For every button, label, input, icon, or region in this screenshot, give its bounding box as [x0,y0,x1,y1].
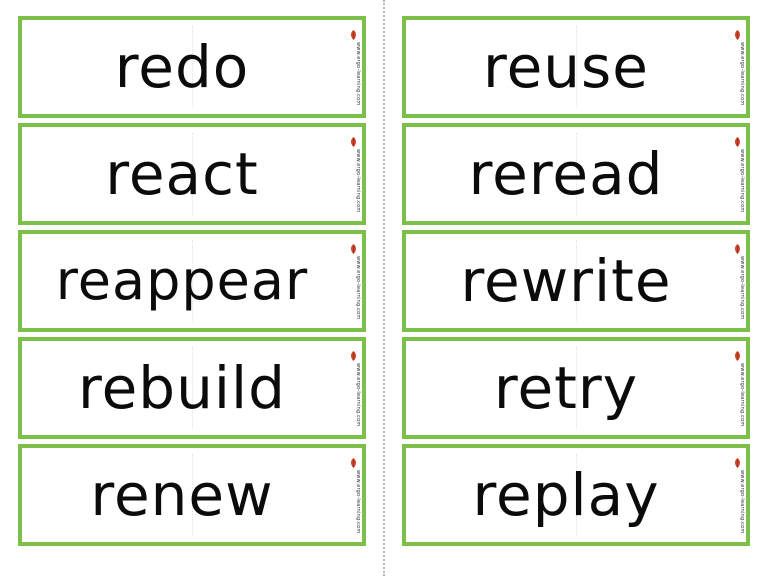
word-card: react www.ergo-learning.com [18,123,366,225]
leaf-logo-icon [735,244,740,254]
website-label: www.ergo-learning.com [355,363,361,427]
cut-line [383,0,385,576]
leaf-logo-icon [351,137,356,147]
fold-line [192,133,193,215]
card-word: reuse [483,33,649,101]
website-label: www.ergo-learning.com [739,149,745,213]
card-branding: www.ergo-learning.com [345,137,361,215]
word-card: retry www.ergo-learning.com [402,337,750,439]
card-word: redo [114,33,250,101]
word-card: replay www.ergo-learning.com [402,444,750,546]
card-word: renew [90,461,274,529]
fold-line [192,26,193,108]
fold-line [576,133,577,215]
card-word: reappear [55,249,309,312]
fold-line [576,347,577,429]
website-label: www.ergo-learning.com [355,149,361,213]
website-label: www.ergo-learning.com [739,256,745,320]
website-label: www.ergo-learning.com [355,470,361,534]
word-card: rewrite www.ergo-learning.com [402,230,750,332]
card-branding: www.ergo-learning.com [345,351,361,429]
card-word: rebuild [78,354,286,422]
word-card: redo www.ergo-learning.com [18,16,366,118]
leaf-logo-icon [735,137,740,147]
card-column-left: redo www.ergo-learning.com react www.erg… [18,16,366,551]
website-label: www.ergo-learning.com [739,363,745,427]
website-label: www.ergo-learning.com [355,42,361,106]
fold-line [192,240,193,322]
card-word: rewrite [460,247,672,315]
leaf-logo-icon [351,351,356,361]
card-branding: www.ergo-learning.com [345,458,361,536]
word-card: reappear www.ergo-learning.com [18,230,366,332]
card-branding: www.ergo-learning.com [729,137,745,215]
leaf-logo-icon [351,244,356,254]
card-word: reread [468,140,664,208]
leaf-logo-icon [735,458,740,468]
website-label: www.ergo-learning.com [739,470,745,534]
fold-line [192,454,193,536]
word-card: renew www.ergo-learning.com [18,444,366,546]
word-card: reread www.ergo-learning.com [402,123,750,225]
card-branding: www.ergo-learning.com [729,351,745,429]
card-branding: www.ergo-learning.com [729,458,745,536]
fold-line [576,26,577,108]
fold-line [576,454,577,536]
leaf-logo-icon [351,30,356,40]
leaf-logo-icon [735,30,740,40]
card-branding: www.ergo-learning.com [345,30,361,108]
card-branding: www.ergo-learning.com [729,30,745,108]
card-word: retry [493,354,639,422]
fold-line [192,347,193,429]
website-label: www.ergo-learning.com [739,42,745,106]
card-branding: www.ergo-learning.com [345,244,361,322]
card-branding: www.ergo-learning.com [729,244,745,322]
word-card: rebuild www.ergo-learning.com [18,337,366,439]
fold-line [576,240,577,322]
card-column-right: reuse www.ergo-learning.com reread www.e… [402,16,750,551]
card-word: replay [472,461,660,529]
website-label: www.ergo-learning.com [355,256,361,320]
leaf-logo-icon [351,458,356,468]
card-word: react [105,140,259,208]
word-card: reuse www.ergo-learning.com [402,16,750,118]
leaf-logo-icon [735,351,740,361]
